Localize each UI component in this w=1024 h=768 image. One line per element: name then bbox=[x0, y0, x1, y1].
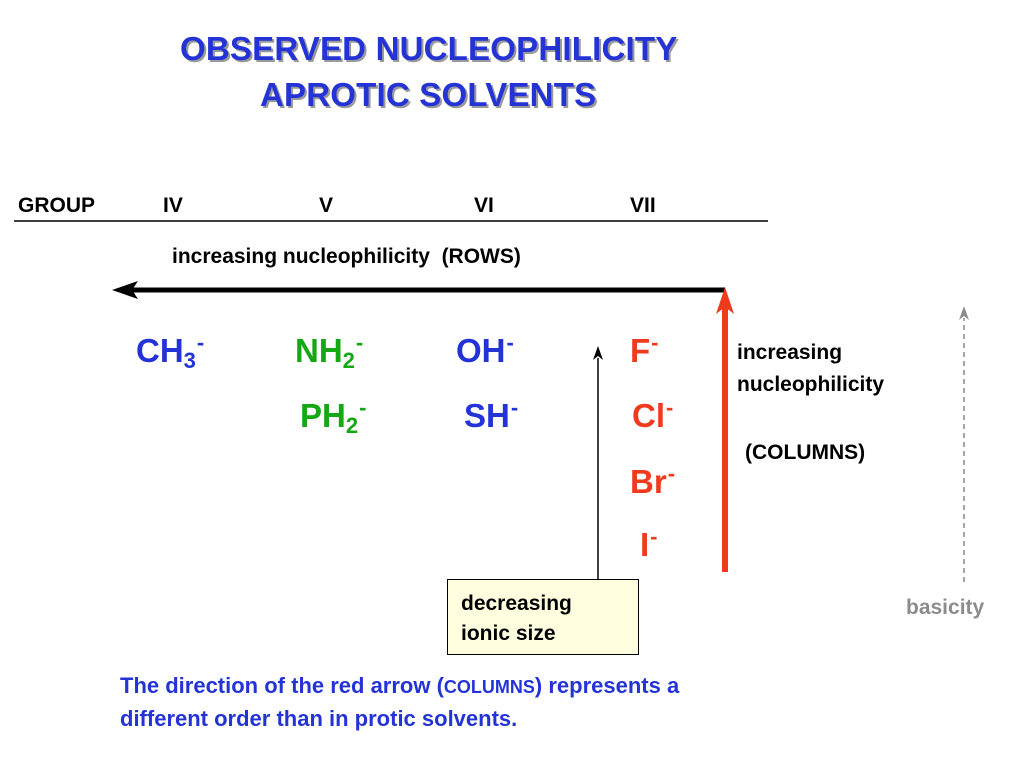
bottom-note-line-2: different order than in protic solvents. bbox=[120, 706, 518, 731]
species-sh: SH- bbox=[464, 395, 519, 434]
columns-label-line-1: increasing bbox=[737, 341, 843, 364]
title-line-2: APROTIC SOLVENTS bbox=[260, 76, 597, 113]
ionic-size-line-1: decreasing bbox=[461, 592, 572, 615]
title-line-1: OBSERVED NUCLEOPHILICITY bbox=[180, 30, 678, 67]
species-i: I- bbox=[640, 524, 658, 563]
columns-arrow-head bbox=[716, 287, 734, 314]
bottom-note: The direction of the red arrow (COLUMNS)… bbox=[120, 670, 679, 735]
ionic-size-arrow-head bbox=[593, 346, 603, 360]
group-header-label: GROUP bbox=[18, 194, 96, 217]
group-iv-label: IV bbox=[163, 194, 183, 217]
columns-label-line-3: (COLUMNS) bbox=[745, 441, 866, 464]
species-oh: OH- bbox=[456, 330, 514, 369]
rows-arrow-head bbox=[112, 281, 138, 299]
species-ph2: PH2- bbox=[300, 395, 367, 438]
bottom-note-line-1: The direction of the red arrow (COLUMNS)… bbox=[120, 673, 680, 698]
group-vii-label: VII bbox=[630, 194, 656, 217]
rows-nucleophilicity-label: increasing nucleophilicity (ROWS) bbox=[172, 245, 521, 268]
basicity-arrow-head bbox=[959, 306, 969, 320]
species-nh2: NH2- bbox=[295, 330, 364, 373]
species-f: F- bbox=[630, 330, 659, 369]
columns-label-line-2: nucleophilicity bbox=[737, 373, 885, 396]
basicity-label: basicity bbox=[906, 596, 985, 619]
species-ch3: CH3- bbox=[136, 330, 205, 373]
ionic-size-box: decreasing ionic size bbox=[447, 579, 639, 655]
species-cl: Cl- bbox=[632, 395, 674, 434]
ionic-size-line-2: ionic size bbox=[461, 622, 556, 645]
group-v-label: V bbox=[319, 194, 334, 217]
group-vi-label: VI bbox=[474, 194, 494, 217]
species-br: Br- bbox=[630, 461, 676, 500]
note-columns-word: COLUMNS bbox=[443, 677, 535, 697]
